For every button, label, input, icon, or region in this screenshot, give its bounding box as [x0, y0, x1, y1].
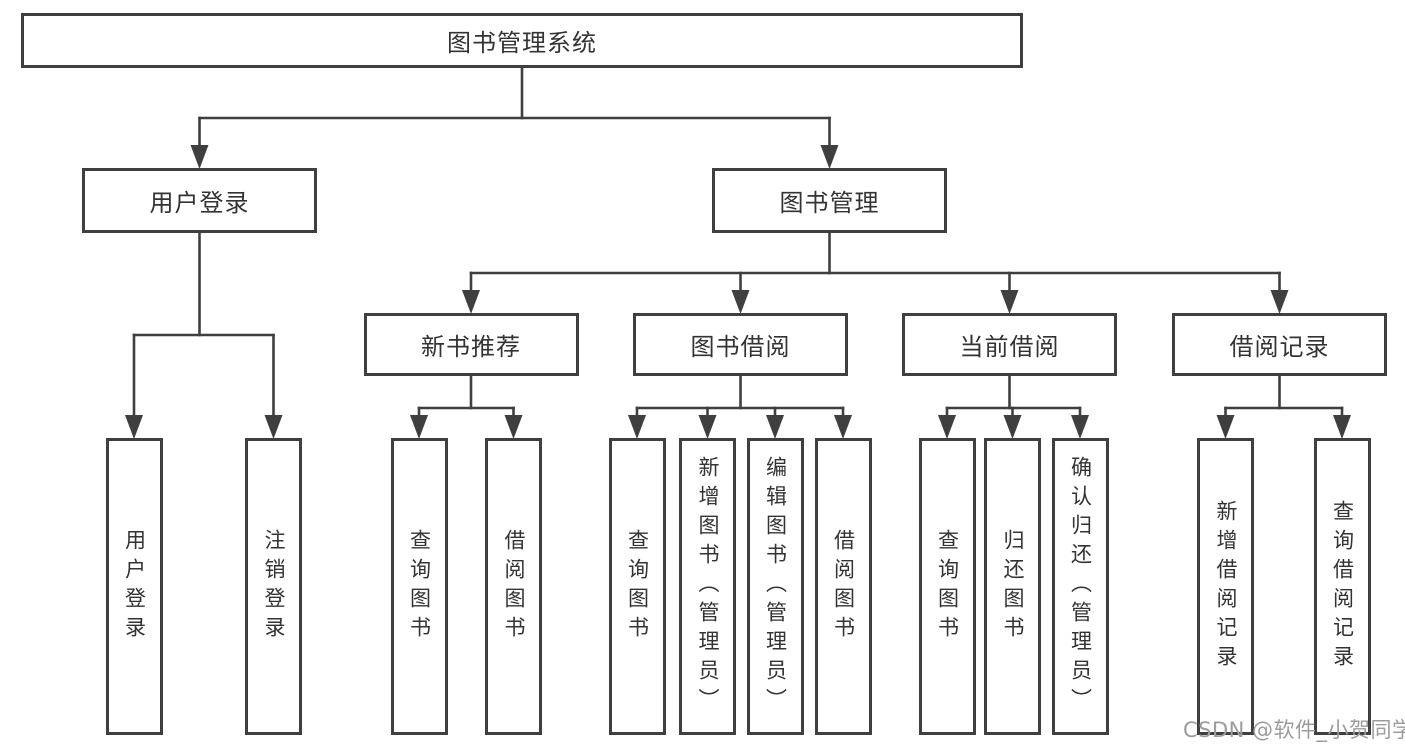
node-current-borrowing: 当前借阅 — [902, 313, 1117, 376]
node-root-library-system: 图书管理系统 — [21, 13, 1023, 68]
leaf-current-return-book: 归还图书 — [984, 438, 1041, 735]
leaf-borrowing-edit-book-admin: 编辑图书（管理员） — [746, 438, 804, 735]
csdn-watermark: CSDN @软件_小贺同学 — [1183, 718, 1405, 742]
leaf-current-query-book: 查询图书 — [918, 438, 976, 735]
leaf-records-add-record: 新增借阅记录 — [1197, 438, 1254, 735]
leaf-current-confirm-return-admin: 确认归还（管理员） — [1051, 438, 1109, 735]
leaf-recommend-borrow-book: 借阅图书 — [485, 438, 542, 735]
leaf-borrowing-borrow-book: 借阅图书 — [814, 438, 872, 735]
leaf-user-login: 用户登录 — [105, 438, 163, 735]
leaf-recommend-query-book: 查询图书 — [390, 438, 448, 735]
node-book-management: 图书管理 — [712, 168, 947, 233]
arrowhead-icons — [125, 145, 1351, 439]
node-new-book-recommend: 新书推荐 — [363, 313, 579, 376]
node-borrowing-records: 借阅记录 — [1172, 313, 1387, 376]
leaf-logout: 注销登录 — [245, 438, 302, 735]
node-user-login: 用户登录 — [82, 168, 317, 233]
node-book-borrowing: 图书借阅 — [633, 313, 848, 376]
leaf-borrowing-query-book: 查询图书 — [608, 438, 666, 735]
leaf-borrowing-add-book-admin: 新增图书（管理员） — [679, 438, 736, 735]
leaf-records-query-record: 查询借阅记录 — [1313, 438, 1371, 735]
